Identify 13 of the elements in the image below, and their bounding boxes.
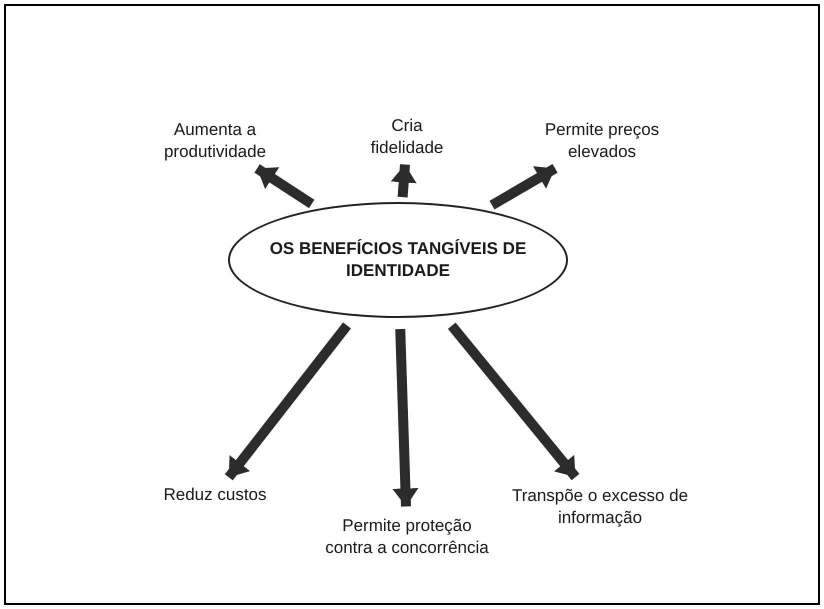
central-ellipse: OS BENEFÍCIOS TANGÍVEIS DE IDENTIDADE — [228, 202, 568, 318]
arrow — [392, 328, 418, 507]
benefit-text: Permite preços elevados — [522, 116, 682, 166]
arrow — [448, 322, 580, 480]
arrow — [224, 322, 351, 480]
benefit-text: Reduz custos — [140, 482, 290, 508]
arrow — [390, 164, 417, 198]
benefit-text: Cria fidelidade — [357, 112, 457, 162]
arrow — [489, 164, 558, 210]
benefit-text: Transpõe o excesso de informação — [505, 482, 695, 532]
benefit-text: Permite proteção contra a concorrência — [322, 512, 492, 562]
arrow — [254, 164, 314, 208]
benefit-text: Aumenta a produtividade — [135, 116, 295, 166]
